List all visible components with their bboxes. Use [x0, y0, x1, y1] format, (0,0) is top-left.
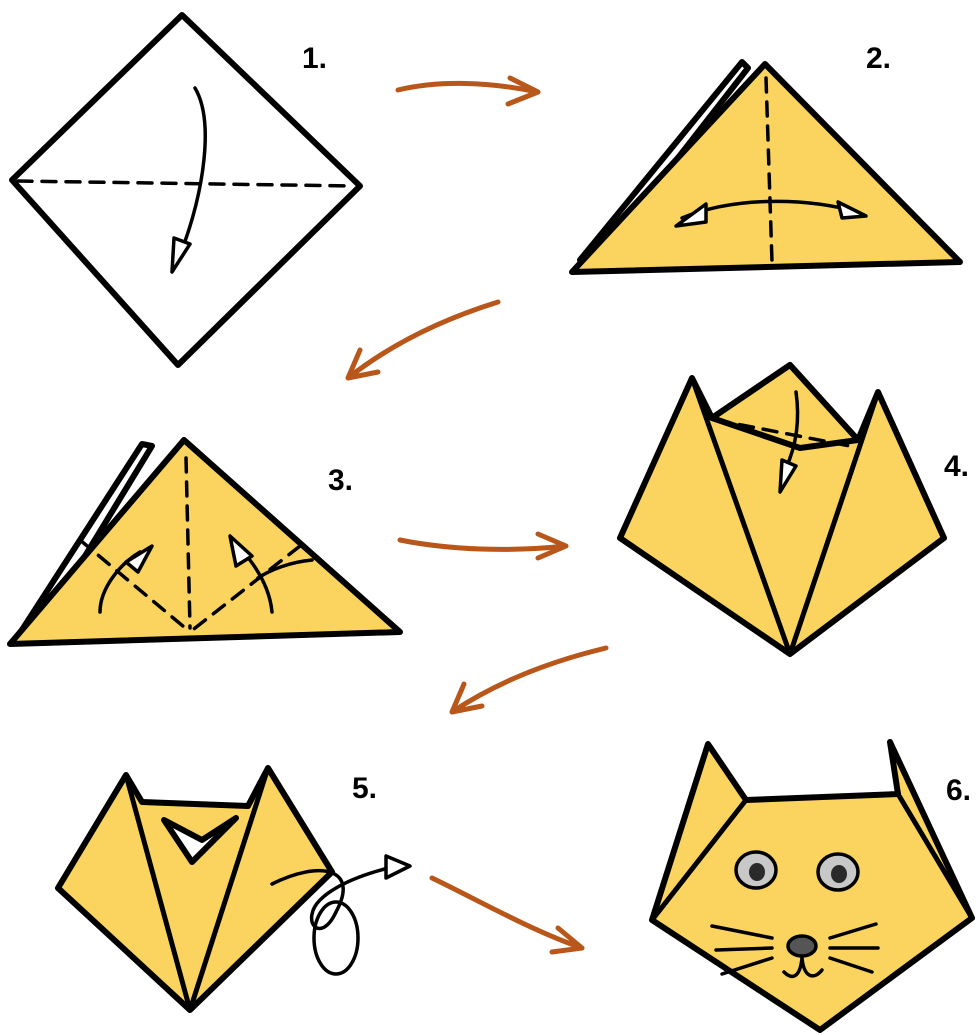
flow-arrow-1-to-2: [395, 75, 541, 107]
flow-arrow-4-to-5: [449, 645, 609, 715]
left-whiskers: [710, 924, 774, 976]
right-ear-arrowhead: [228, 534, 254, 568]
right-ear-arrow-tail: [256, 558, 314, 580]
step-5-diagram: 5.: [55, 765, 412, 1013]
inner-v-notch: [161, 815, 239, 865]
flow-arrow-2-to-3: [345, 299, 501, 381]
center-fold-line: [764, 76, 774, 264]
right-ear-fold-line: [188, 544, 302, 634]
right-whiskers: [828, 922, 880, 974]
center-fold-line: [184, 456, 192, 630]
step-3-diagram: 3.: [7, 437, 403, 647]
step-number-2: 2.: [866, 42, 891, 75]
left-ear-edge: [123, 772, 193, 1013]
spread-arrowhead-left: [674, 202, 708, 228]
left-ear-fold: [649, 797, 749, 923]
step-2-diagram: 2.: [569, 42, 963, 275]
step-6-diagram: 6.: [649, 739, 975, 1033]
nose: [786, 934, 818, 958]
flow-arrows: [345, 75, 609, 955]
folded-triangle: [7, 437, 403, 647]
step-number-3: 3.: [328, 464, 353, 497]
spread-arrowhead-right: [836, 200, 868, 220]
flip-loop: [312, 900, 360, 976]
step-1-diagram: 1.: [9, 12, 363, 368]
step-number-4: 4.: [944, 450, 969, 483]
head-body: [55, 765, 335, 1013]
flip-arrow: [270, 864, 398, 930]
flip-arrowhead: [384, 854, 412, 880]
left-ear-fold-line: [78, 538, 192, 634]
step-4-diagram: 4.: [617, 362, 969, 657]
top-fold-line: [714, 418, 852, 448]
cat-head: [649, 739, 975, 1033]
folded-triangle: [569, 61, 963, 275]
left-pupil: [749, 863, 765, 881]
step-number-1: 1.: [302, 42, 327, 75]
right-ear-edge: [187, 765, 271, 1013]
fold-line-horizontal: [16, 179, 354, 188]
flow-arrow-5-to-6: [429, 875, 585, 955]
right-ear-fold: [895, 791, 975, 921]
step-number-5: 5.: [352, 772, 377, 805]
step-number-6: 6.: [946, 774, 971, 807]
fold-down-arrowhead: [778, 458, 798, 494]
fold-down-arrow: [178, 86, 207, 257]
left-ear-edge: [689, 375, 793, 657]
right-ear-edge: [787, 389, 881, 657]
left-ear-arrowhead: [124, 544, 154, 574]
fold-down-arrowhead: [170, 236, 192, 274]
right-pupil: [831, 865, 847, 883]
mouth: [782, 956, 824, 979]
paper-square: [9, 12, 363, 368]
flow-arrow-3-to-4: [397, 531, 569, 561]
